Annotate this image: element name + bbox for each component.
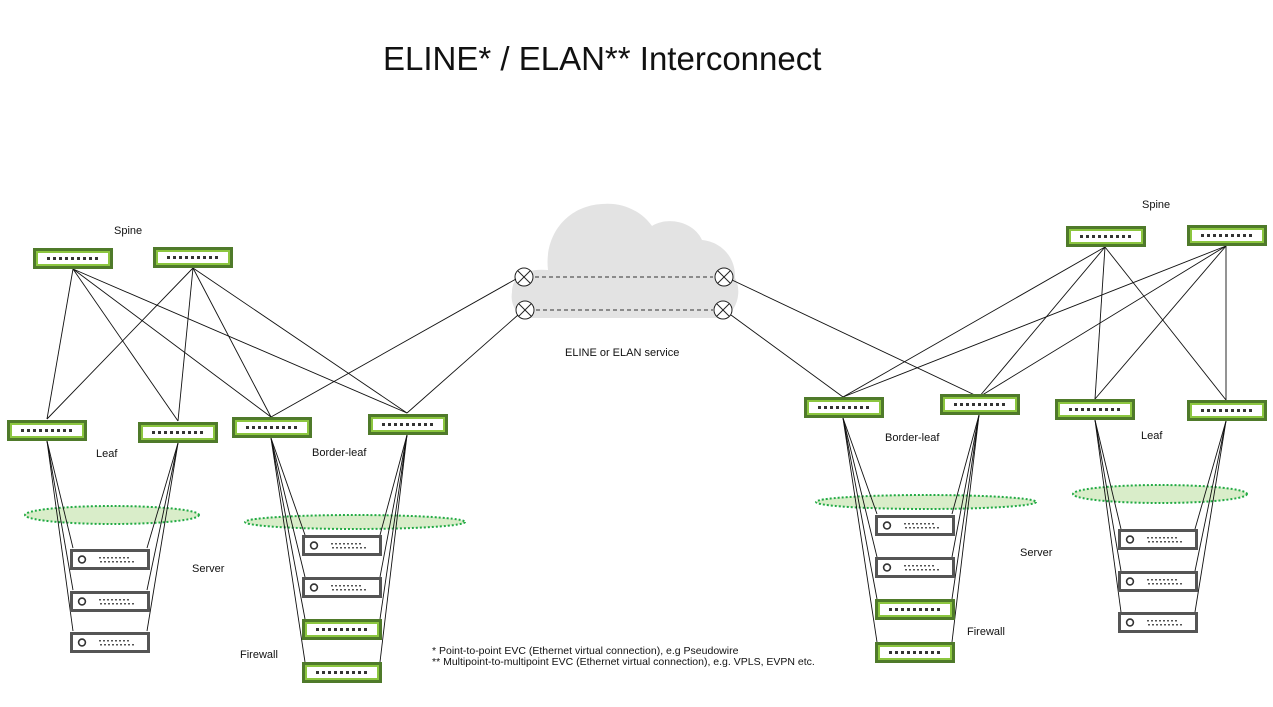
server-icon	[301, 576, 383, 599]
service-cloud	[511, 203, 739, 320]
server-group-ellipse	[1072, 484, 1248, 504]
firewall-icon	[875, 599, 955, 620]
server-icon	[69, 631, 151, 654]
border-leaf-switch-icon	[368, 414, 448, 435]
server-icon	[1117, 570, 1199, 593]
page-title: ELINE* / ELAN** Interconnect	[383, 40, 821, 77]
firewall-icon	[302, 619, 382, 640]
server-icon	[301, 534, 383, 557]
spine-label-right: Spine	[1142, 199, 1170, 211]
leaf-switch-icon	[1055, 399, 1135, 420]
pe-router-icon	[514, 267, 534, 287]
spine-switch-icon	[1066, 226, 1146, 247]
firewall-label-right: Firewall	[967, 626, 1005, 638]
server-icon	[874, 514, 956, 537]
spine-label-left: Spine	[114, 225, 142, 237]
server-group-ellipse	[24, 505, 200, 525]
leaf-switch-icon	[138, 422, 218, 443]
firewall-label-left: Firewall	[240, 649, 278, 661]
border-leaf-switch-icon	[940, 394, 1020, 415]
pe-router-icon	[515, 300, 535, 320]
footnote-eline: * Point-to-point EVC (Ethernet virtual c…	[432, 645, 739, 657]
server-label-left: Server	[192, 563, 225, 575]
spine-switch-icon	[153, 247, 233, 268]
cloud-label: ELINE or ELAN service	[565, 347, 679, 359]
spine-switch-icon	[33, 248, 113, 269]
leaf-switch-icon	[7, 420, 87, 441]
border-leaf-switch-icon	[232, 417, 312, 438]
firewall-icon	[302, 662, 382, 683]
server-icon	[1117, 611, 1199, 634]
leaf-label-right: Leaf	[1141, 430, 1163, 442]
server-group-ellipse	[244, 514, 466, 530]
spine-switch-icon	[1187, 225, 1267, 246]
border-leaf-label-right: Border-leaf	[885, 432, 940, 444]
pe-router-icon	[714, 267, 734, 287]
links	[46, 245, 1227, 663]
server-group-ellipse	[815, 494, 1037, 510]
server-icon	[69, 548, 151, 571]
pe-router-icon	[713, 300, 733, 320]
leaf-label-left: Leaf	[96, 448, 118, 460]
server-icon	[69, 590, 151, 613]
leaf-switch-icon	[1187, 400, 1267, 421]
server-label-right: Server	[1020, 547, 1053, 559]
server-icon	[874, 556, 956, 579]
firewall-icon	[875, 642, 955, 663]
border-leaf-label-left: Border-leaf	[312, 447, 367, 459]
footnote-elan: ** Multipoint-to-multipoint EVC (Etherne…	[432, 656, 815, 668]
border-leaf-switch-icon	[804, 397, 884, 418]
server-icon	[1117, 528, 1199, 551]
